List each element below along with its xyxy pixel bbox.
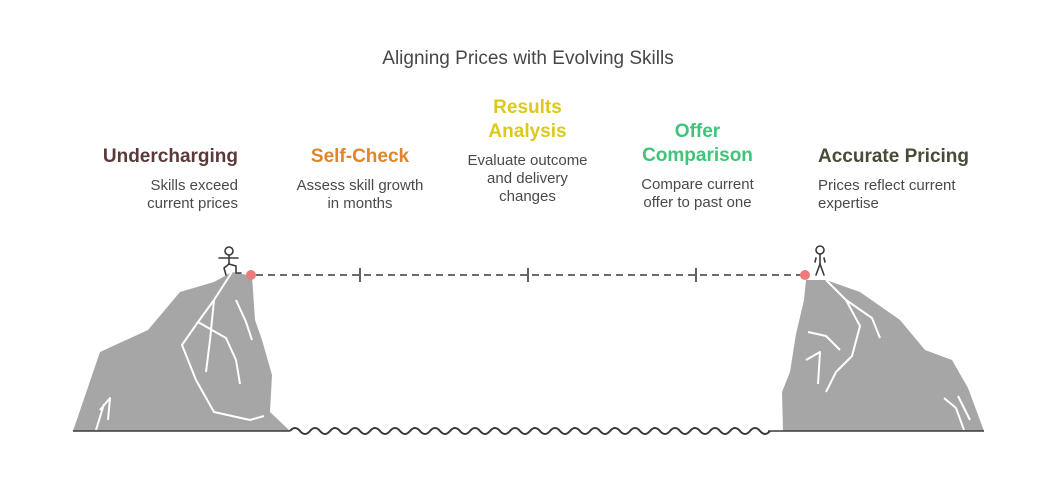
diagram-title: Aligning Prices with Evolving Skills	[382, 48, 674, 69]
start-endpoint	[246, 270, 256, 280]
left-cliff	[73, 271, 290, 431]
step-description: Skills exceed current prices	[147, 177, 238, 212]
step-heading: Results Analysis	[488, 97, 567, 142]
right-cliff	[782, 279, 984, 431]
person-standing-icon	[814, 245, 826, 276]
step-heading: Undercharging	[102, 146, 238, 167]
water-waves	[289, 427, 771, 435]
step-heading: Offer Comparison	[642, 121, 753, 166]
step-accurate-pricing: Accurate Pricing Prices reflect current …	[818, 145, 988, 213]
step-description: Assess skill growth in months	[296, 177, 424, 212]
step-description: Compare current offer to past one	[641, 176, 754, 211]
end-endpoint	[800, 270, 810, 280]
step-undercharging: Undercharging Skills exceed current pric…	[100, 145, 270, 213]
step-description: Prices reflect current expertise	[818, 177, 956, 212]
step-heading: Accurate Pricing	[818, 146, 969, 167]
step-offer-comparison: Offer Comparison Compare current offer t…	[625, 120, 770, 212]
step-self-check: Self-Check Assess skill growth in months	[285, 145, 435, 213]
step-heading: Self-Check	[310, 146, 410, 167]
step-description: Evaluate outcome and delivery changes	[467, 152, 588, 205]
person-stepping-icon	[218, 246, 242, 276]
step-results-analysis: Results Analysis Evaluate outcome and de…	[455, 96, 600, 206]
